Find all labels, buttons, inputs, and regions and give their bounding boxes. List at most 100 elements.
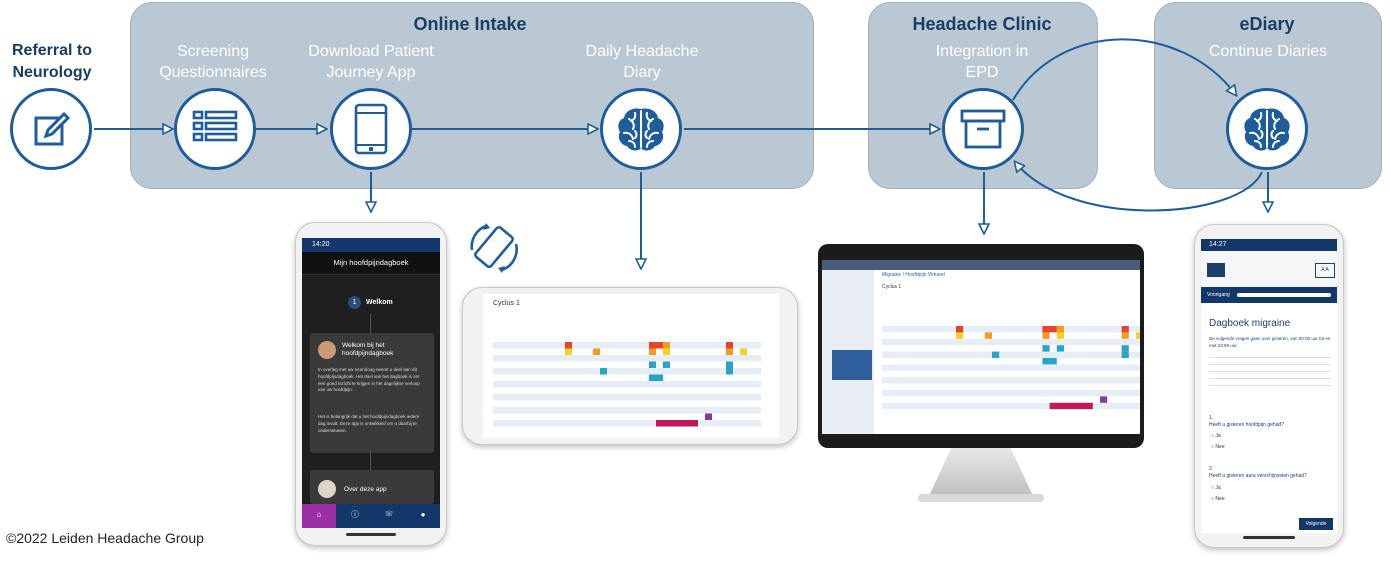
profile-tab[interactable]: ● [420, 510, 426, 519]
grid-cell [992, 351, 1000, 358]
bottom-nav: ⌂ ⓘ ☏ ● [302, 504, 440, 528]
text-size-button[interactable]: A A [1315, 263, 1335, 278]
grid-cell [1100, 396, 1108, 403]
monitor-base [918, 494, 1044, 502]
grid-cell [1121, 326, 1129, 333]
grid-row [493, 361, 761, 368]
grid-cell [726, 348, 733, 355]
grid-row [493, 426, 761, 433]
grid-row [882, 358, 1140, 365]
grid-row [882, 351, 1140, 358]
download-label: Download Patient Journey App [308, 43, 434, 81]
q1-no-radio[interactable]: ○ Nee [1211, 444, 1225, 450]
referral-label: Referral to Neurology [11, 42, 93, 81]
grid-cell [649, 361, 656, 368]
grid-row [882, 338, 1140, 346]
phone-tab[interactable]: ☏ [384, 511, 394, 518]
home-tab[interactable]: ⌂ [302, 504, 336, 528]
grid-cell [1049, 358, 1057, 365]
avatar [318, 480, 336, 498]
info-tab[interactable]: ⓘ [351, 510, 359, 519]
grid-row [493, 342, 761, 349]
about-card-title: Over deze app [344, 486, 387, 493]
grid-cell [1049, 326, 1057, 333]
grid-row [493, 374, 761, 381]
avatar [318, 341, 336, 359]
grid-cell [663, 348, 670, 355]
grid-cell [1042, 358, 1050, 365]
continue-label: Continue Diaries [1208, 43, 1328, 60]
about-card[interactable]: Over deze app [310, 470, 434, 504]
grid-row [493, 387, 761, 394]
grid-row [493, 400, 761, 407]
ediary-screen: 14:27 A A Voortgang Dagboek migraine De … [1201, 239, 1337, 533]
ediary-status-time: 14:27 [1209, 241, 1227, 248]
app-header-title[interactable]: Mijn hoofdpijndagboek [333, 258, 409, 267]
welcome-card-body2: Het is belangrijk dat u het hoofdpijndag… [318, 414, 420, 433]
welcome-card[interactable]: Welkom bij het hoofdpijndagboek In overl… [310, 333, 434, 453]
grid-cell [565, 348, 572, 355]
progress-bar [1237, 293, 1331, 297]
diary-intro: De volgende vragen gaan over gisteren, v… [1209, 336, 1331, 348]
daily-diary-node [600, 88, 682, 170]
grid-row [493, 420, 761, 427]
status-time: 14:20 [312, 241, 330, 248]
grid-cell [1121, 345, 1129, 352]
next-button[interactable]: Volgende [1299, 518, 1333, 530]
grid-cell [565, 342, 572, 349]
screening-label: Screening Questionnaires [159, 43, 267, 81]
q2-number: 2. [1209, 466, 1214, 472]
grid-row [882, 396, 1140, 403]
welcome-card-title: Welkom bij het hoofdpijndagboek [342, 342, 394, 357]
grid-row [882, 377, 1140, 384]
grid-cell [1049, 402, 1093, 410]
brain-icon [618, 108, 664, 151]
epd-subtitle: Cyclus 1 [882, 284, 902, 290]
grid-row [493, 407, 761, 414]
grid-row [493, 381, 761, 388]
continue-node [1226, 88, 1308, 170]
diary-grid-screen: Cyclus 1 [483, 294, 779, 438]
q1-yes-radio[interactable]: ○ Ja [1211, 433, 1221, 439]
integration-label: Integration in EPD [935, 43, 1029, 81]
grid-cell [1056, 345, 1064, 352]
ediary-phone: 14:27 A A Voortgang Dagboek migraine De … [1194, 224, 1344, 548]
grid-cell [726, 368, 733, 375]
brain-icon [1244, 108, 1290, 151]
q1-number: 1. [1209, 415, 1214, 421]
q2-no-radio[interactable]: ○ Nee [1211, 496, 1225, 502]
grid-row [882, 345, 1140, 352]
grid-cell [956, 326, 964, 333]
grid-row [882, 390, 1140, 397]
grid-row [882, 402, 1140, 410]
q2-yes-radio[interactable]: ○ Ja [1211, 485, 1221, 491]
epd-monitor: Migraine / Hoofdpijn Virtueel Cyclus 1 [818, 244, 1144, 448]
grid-cell [649, 348, 656, 355]
welcome-card-body: In overleg met uw neuroloog neemt u deel… [318, 367, 420, 393]
patient-app-screen: 14:20 Mijn hoofdpijndagboek 1 Welkom Wel… [302, 238, 440, 528]
grid-row [493, 368, 761, 375]
grid-cell [1042, 332, 1050, 339]
grid-row [882, 332, 1140, 339]
patient-app-phone: 14:20 Mijn hoofdpijndagboek 1 Welkom Wel… [295, 222, 447, 546]
smartphone-icon [354, 103, 388, 155]
grid-row [882, 364, 1140, 371]
copyright: ©2022 Leiden Headache Group [6, 530, 204, 546]
grid-cell [649, 342, 656, 349]
grid-cell [1056, 332, 1064, 339]
grid-cell [663, 342, 670, 349]
grid-row [493, 348, 761, 355]
diary-title: Dagboek migraine [1209, 318, 1291, 329]
grid-cell [656, 420, 698, 427]
online-intake-title: Online Intake [413, 14, 527, 34]
grid-cell [740, 348, 747, 355]
step-number-badge: 1 [348, 296, 361, 309]
grid-cell [726, 342, 733, 349]
grid-row [493, 355, 761, 362]
lumc-logo [1207, 263, 1225, 277]
diary-landscape-phone: Cyclus 1 [462, 287, 798, 445]
epd-screen: Migraine / Hoofdpijn Virtueel Cyclus 1 [822, 260, 1140, 434]
headache-clinic-title: Headache Clinic [912, 14, 1052, 34]
referral-node [10, 88, 92, 170]
screening-node [174, 88, 256, 170]
